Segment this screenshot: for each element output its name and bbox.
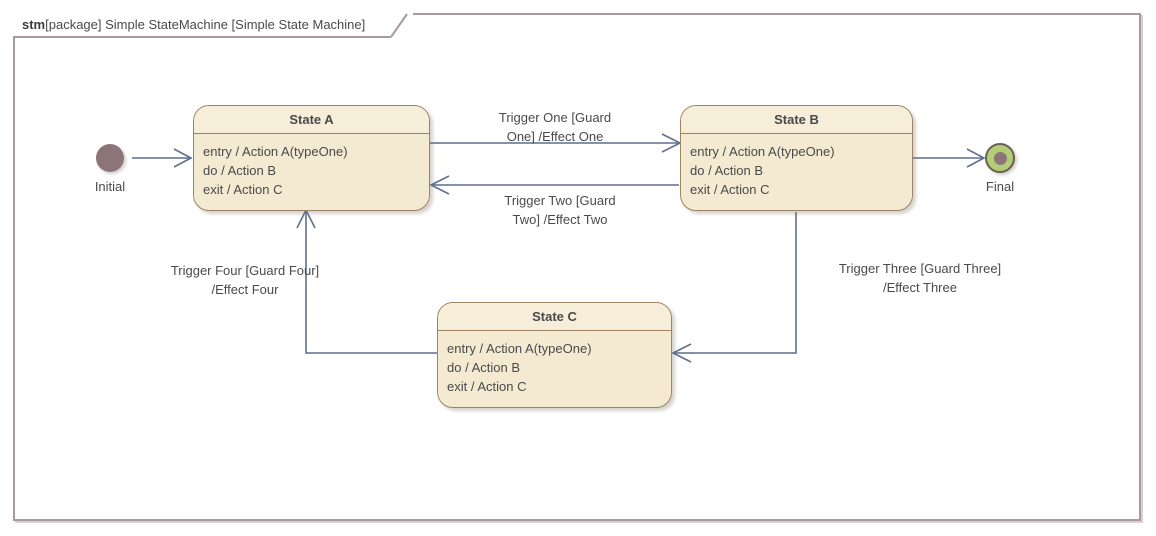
edge-label-trigger-one-line2: One] /Effect One bbox=[506, 129, 604, 144]
state-c-do: do / Action B bbox=[447, 360, 520, 375]
state-c-entry: entry / Action A(typeOne) bbox=[447, 341, 592, 356]
edge-label-trigger-three-line1: Trigger Three [Guard Three] bbox=[838, 261, 1002, 276]
state-node-state-a[interactable]: State A entry / Action A(typeOne) do / A… bbox=[193, 105, 430, 211]
state-b-title: State B bbox=[681, 106, 912, 134]
frame-header-tab: stm [package] Simple StateMachine [Simpl… bbox=[13, 13, 394, 38]
state-c-exit: exit / Action C bbox=[447, 379, 527, 394]
diagram-frame bbox=[13, 13, 1141, 521]
frame-title-label: [package] Simple StateMachine [Simple St… bbox=[45, 17, 366, 32]
initial-pseudostate[interactable] bbox=[96, 144, 124, 172]
edge-label-trigger-two-line2: Two] /Effect Two bbox=[512, 212, 608, 227]
state-b-do: do / Action B bbox=[690, 163, 763, 178]
state-a-do: do / Action B bbox=[203, 163, 276, 178]
state-b-entry: entry / Action A(typeOne) bbox=[690, 144, 835, 159]
final-state[interactable] bbox=[985, 143, 1015, 173]
frame-kind-label: stm bbox=[22, 17, 46, 32]
state-node-state-b[interactable]: State B entry / Action A(typeOne) do / A… bbox=[680, 105, 913, 211]
state-c-body: entry / Action A(typeOne) do / Action B … bbox=[438, 331, 671, 396]
state-node-state-c[interactable]: State C entry / Action A(typeOne) do / A… bbox=[437, 302, 672, 408]
state-a-entry: entry / Action A(typeOne) bbox=[203, 144, 348, 159]
initial-label: Initial bbox=[94, 179, 126, 194]
edge-label-trigger-one: Trigger One [Guard One] /Effect One bbox=[470, 108, 640, 146]
edge-label-trigger-three-line2: /Effect Three bbox=[883, 280, 957, 295]
state-a-exit: exit / Action C bbox=[203, 182, 283, 197]
edge-label-trigger-four-line2: /Effect Four bbox=[211, 282, 279, 297]
state-b-body: entry / Action A(typeOne) do / Action B … bbox=[681, 134, 912, 199]
final-label: Final bbox=[985, 179, 1015, 194]
edge-label-trigger-two: Trigger Two [Guard Two] /Effect Two bbox=[475, 191, 645, 229]
state-a-body: entry / Action A(typeOne) do / Action B … bbox=[194, 134, 429, 199]
state-a-title: State A bbox=[194, 106, 429, 134]
state-c-title: State C bbox=[438, 303, 671, 331]
edge-label-trigger-one-line1: Trigger One [Guard bbox=[498, 110, 612, 125]
final-state-inner-dot bbox=[993, 151, 1007, 165]
edge-label-trigger-four: Trigger Four [Guard Four] /Effect Four bbox=[150, 261, 340, 299]
edge-label-trigger-three: Trigger Three [Guard Three] /Effect Thre… bbox=[818, 259, 1022, 297]
state-b-exit: exit / Action C bbox=[690, 182, 770, 197]
edge-label-trigger-two-line1: Trigger Two [Guard bbox=[504, 193, 616, 208]
edge-label-trigger-four-line1: Trigger Four [Guard Four] bbox=[170, 263, 320, 278]
